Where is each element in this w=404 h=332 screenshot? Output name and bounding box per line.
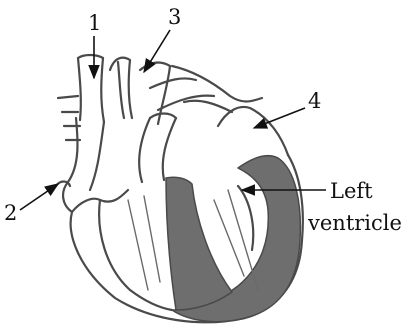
arrow-4 xyxy=(254,108,305,128)
superior-vena-cava xyxy=(58,55,104,140)
label-4: 4 xyxy=(308,89,321,113)
label-3: 3 xyxy=(168,5,181,29)
aorta xyxy=(110,58,262,124)
right-atrium xyxy=(56,122,128,212)
label-left-ventricle-line1: Left xyxy=(330,179,373,203)
label-1: 1 xyxy=(88,11,101,35)
label-left-ventricle-line2: ventricle xyxy=(307,211,402,235)
arrow-2 xyxy=(20,184,58,210)
ventricle-walls xyxy=(99,156,300,322)
arrow-3 xyxy=(144,30,170,72)
label-2: 2 xyxy=(4,201,17,225)
